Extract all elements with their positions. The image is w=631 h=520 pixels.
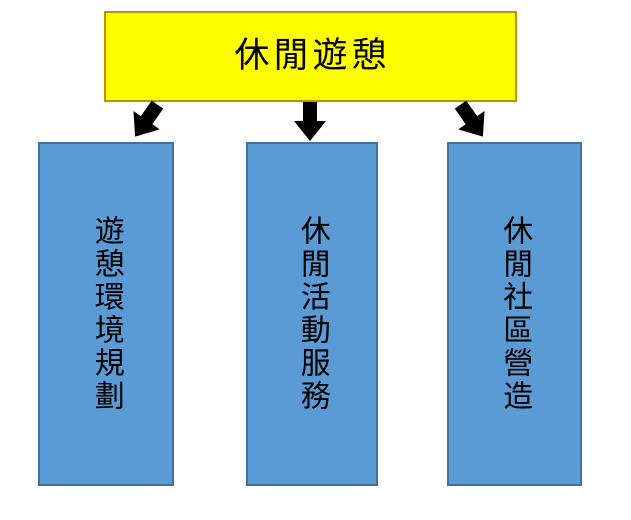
- root-node-label: 休閒遊憩: [234, 36, 391, 76]
- child-node-leisure-activity-services: 休閒活動服務: [246, 142, 378, 486]
- child-node-leisure-community-building: 休閒社區營造: [447, 142, 582, 486]
- child-node-label: 休閒活動服務: [294, 215, 330, 413]
- down-arrow-icon: [294, 102, 326, 141]
- child-node-recreation-environment-planning: 遊憩環境規劃: [38, 142, 174, 486]
- child-node-label: 休閒社區營造: [497, 215, 533, 413]
- root-node: 休閒遊憩: [104, 11, 517, 102]
- down-left-arrow-icon: [133, 100, 164, 137]
- child-node-label: 遊憩環境規劃: [88, 215, 124, 413]
- down-right-arrow-icon: [454, 100, 485, 137]
